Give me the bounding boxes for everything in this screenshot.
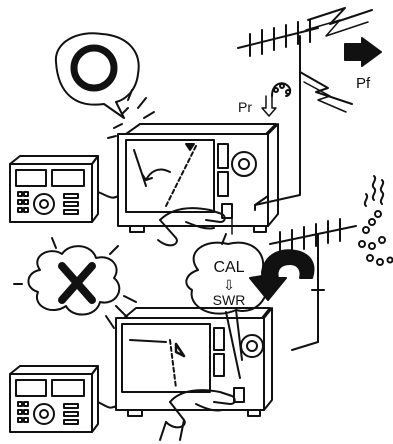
top-hand-pressing bbox=[158, 204, 232, 245]
top-knob bbox=[232, 152, 256, 176]
label-down-arrow: ⇩ bbox=[223, 277, 235, 293]
bottom-antenna bbox=[270, 219, 356, 350]
label-cal: CAL bbox=[213, 259, 244, 276]
forward-arrow-icon bbox=[345, 38, 381, 66]
cross-ng-icon bbox=[62, 266, 92, 300]
heat-waves-icon bbox=[365, 176, 383, 206]
top-slot-lower bbox=[218, 172, 228, 196]
bottom-tuner-unit bbox=[116, 308, 272, 416]
top-meter-window bbox=[126, 140, 214, 212]
bottom-slot-lower bbox=[214, 354, 224, 376]
label-pr: Pr bbox=[238, 99, 252, 115]
bottom-transceiver bbox=[10, 366, 116, 432]
rotate-arrow-icon bbox=[250, 250, 314, 300]
reflected-coil-icon bbox=[262, 83, 290, 116]
bottom-slot-upper bbox=[214, 328, 224, 350]
bottom-hand-pressing bbox=[160, 388, 244, 440]
bottom-meter-window bbox=[122, 324, 210, 392]
circle-ok-icon bbox=[74, 48, 114, 88]
dispersed-signal-icon bbox=[359, 211, 393, 265]
forward-power-lightning-icon bbox=[306, 8, 372, 36]
ok-speech-bubble bbox=[56, 33, 154, 138]
ng-cloud-bubble bbox=[14, 238, 136, 328]
bottom-knob bbox=[241, 335, 263, 357]
label-pf: Pf bbox=[356, 75, 371, 92]
top-slot-upper bbox=[218, 144, 228, 168]
top-transceiver bbox=[10, 156, 118, 222]
label-swr: SWR bbox=[213, 292, 246, 308]
reflected-lightning-icon bbox=[300, 72, 352, 112]
top-tuner-unit bbox=[118, 124, 278, 232]
